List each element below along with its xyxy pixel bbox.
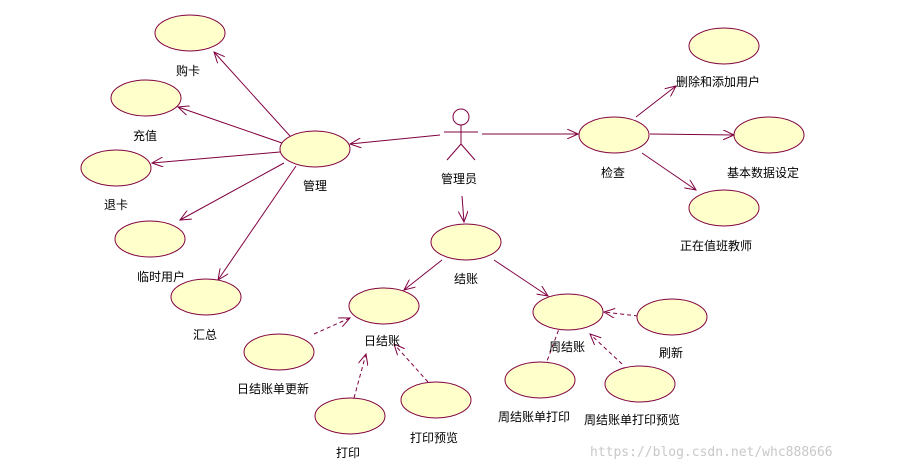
- use-case-ellipses: [80, 14, 805, 435]
- edge-check-teacher: [641, 152, 696, 190]
- edge-weeklyprint-weekly: [539, 310, 566, 381]
- usecase-daily-update[interactable]: [243, 333, 315, 371]
- label-refresh: 刷新: [659, 345, 683, 360]
- label-weekly-print-preview: 周结账单打印预览: [584, 412, 680, 427]
- use-case-labels: 管理 购卡 充值 退卡 临时用户 汇总 检查 删除和添加用户 基本数据设定 正在…: [104, 63, 799, 460]
- label-summary: 汇总: [193, 328, 217, 342]
- usecase-on-duty-teacher[interactable]: [688, 189, 760, 227]
- edge-manage-summary: [218, 165, 297, 280]
- label-basic-settings: 基本数据设定: [727, 165, 799, 180]
- dashed-connectors: [313, 310, 639, 399]
- edge-printpreview-daily: [394, 344, 429, 383]
- label-daily-update: 日结账单更新: [237, 381, 309, 396]
- edge-manage-buycard: [214, 52, 291, 137]
- usecase-print[interactable]: [314, 397, 386, 435]
- usecase-refund-card[interactable]: [80, 149, 152, 187]
- edge-settle-weekly: [493, 259, 548, 296]
- label-buy-card: 购卡: [176, 63, 200, 78]
- actor-left-leg: [446, 143, 462, 161]
- usecase-refresh[interactable]: [636, 298, 708, 336]
- usecase-summary[interactable]: [170, 278, 242, 316]
- usecase-manage[interactable]: [279, 130, 351, 168]
- usecase-add-delete-user[interactable]: [688, 27, 760, 65]
- label-manage: 管理: [303, 178, 327, 193]
- label-on-duty-teacher: 正在值班教师: [680, 238, 752, 253]
- edge-manage-refund: [152, 151, 281, 163]
- label-refund-card: 退卡: [104, 198, 128, 212]
- edge-refresh-weekly: [604, 312, 639, 316]
- edge-actor-settle: [462, 195, 464, 222]
- edge-settle-daily: [404, 259, 443, 290]
- actor-right-leg: [460, 143, 476, 161]
- edge-print-daily: [353, 354, 366, 399]
- usecase-buy-card[interactable]: [154, 14, 226, 52]
- watermark: https://blog.csdn.net/whc888666: [590, 445, 833, 460]
- label-recharge: 充值: [133, 128, 157, 143]
- usecase-settle[interactable]: [430, 223, 502, 261]
- usecase-check[interactable]: [578, 116, 650, 154]
- label-print-preview: 打印预览: [410, 430, 458, 445]
- actor-label: 管理员: [441, 171, 477, 186]
- usecase-print-preview[interactable]: [400, 381, 472, 419]
- usecase-daily-settle[interactable]: [348, 287, 420, 325]
- label-temp-user: 临时用户: [137, 269, 185, 284]
- actor-head: [452, 108, 470, 126]
- label-check: 检查: [601, 165, 625, 180]
- edge-dailyupdate-daily: [313, 318, 350, 335]
- label-print: 打印: [336, 446, 360, 460]
- usecase-weekly-print[interactable]: [504, 361, 576, 399]
- label-settle: 结账: [454, 272, 478, 286]
- label-weekly-print: 周结账单打印: [498, 410, 570, 424]
- label-daily-settle: 日结账: [364, 334, 400, 348]
- edge-weeklyprintpreview-weekly: [590, 334, 623, 365]
- label-add-delete-user: 删除和添加用户: [676, 74, 760, 89]
- usecase-recharge[interactable]: [110, 79, 182, 117]
- edge-manage-tempuser: [180, 162, 285, 220]
- edge-check-settings: [649, 134, 734, 135]
- usecase-temp-user[interactable]: [114, 220, 186, 258]
- actor-figure[interactable]: [444, 108, 478, 161]
- label-weekly-settle: 周结账: [549, 340, 585, 354]
- edge-actor-manage: [350, 134, 441, 144]
- usecase-weekly-print-preview[interactable]: [604, 365, 676, 403]
- usecase-weekly-settle[interactable]: [532, 293, 604, 331]
- edge-check-adduser: [635, 86, 676, 118]
- connectors: [152, 52, 734, 296]
- usecase-basic-settings[interactable]: [733, 116, 805, 154]
- edge-manage-recharge: [178, 107, 283, 144]
